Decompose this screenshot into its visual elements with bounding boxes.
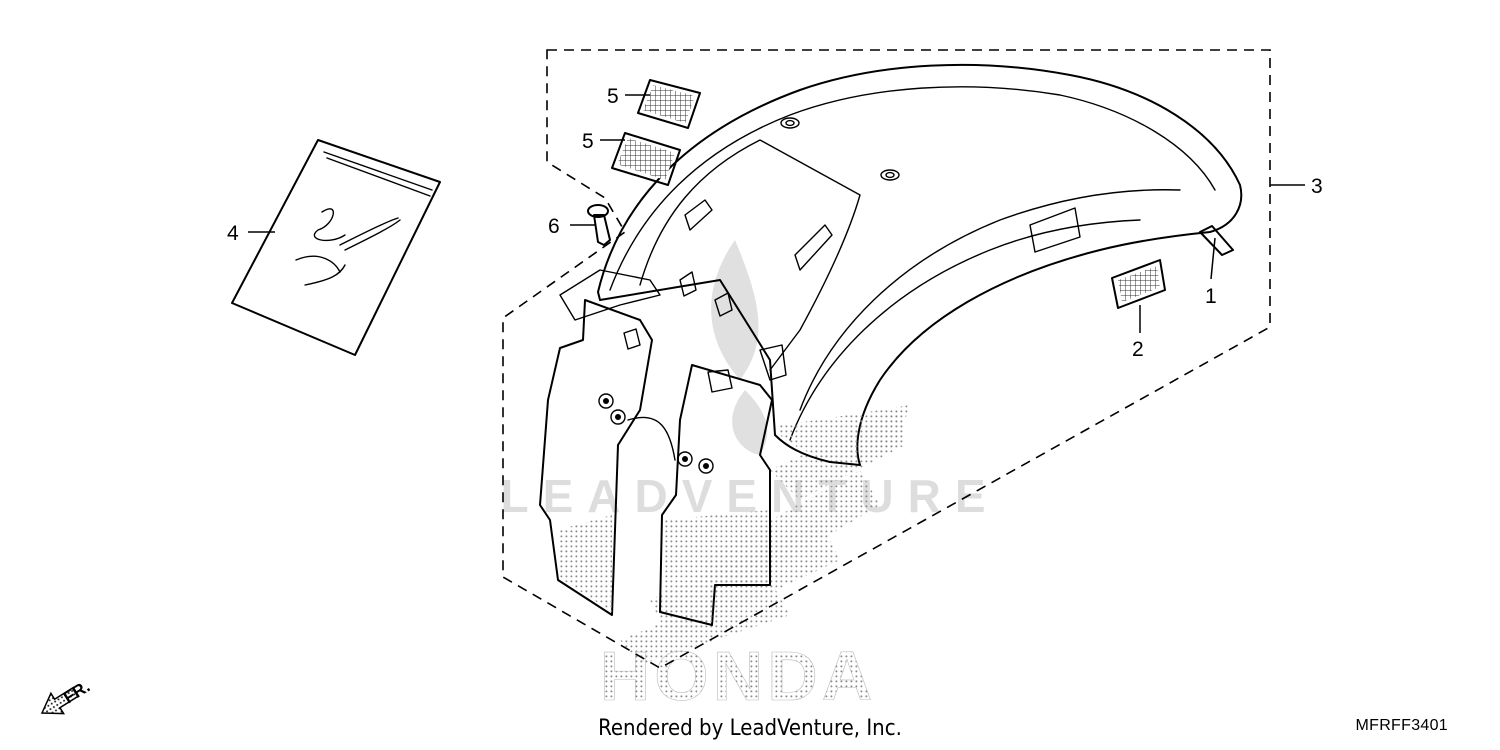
footer-credit: Rendered by LeadVenture, Inc.	[598, 716, 902, 741]
part-5-reflector-upper	[637, 79, 701, 129]
part-1-strip	[1199, 225, 1234, 256]
part-6-rivet	[587, 204, 611, 246]
part-2-reflector	[1111, 259, 1166, 309]
callout-3: 3	[1311, 175, 1323, 198]
svg-text:HONDA: HONDA	[600, 637, 877, 715]
watermark-flame-icon	[711, 240, 768, 455]
callout-5-lower: 5	[582, 130, 594, 153]
part-5-reflector-lower	[611, 132, 681, 186]
callout-5-upper: 5	[607, 85, 619, 108]
right-flap-part	[627, 364, 773, 626]
callout-1: 1	[1205, 285, 1217, 308]
leader-lines	[248, 94, 1305, 333]
rear-fender-part	[597, 63, 1243, 466]
assembly-boundary	[502, 49, 1271, 669]
front-arrow-icon	[40, 686, 80, 715]
left-flap-part	[539, 269, 661, 616]
callout-4: 4	[227, 222, 239, 245]
honda-wordmark-watermark: HONDA	[599, 637, 877, 716]
callout-2: 2	[1132, 338, 1144, 361]
callout-6: 6	[548, 215, 560, 238]
diagram-code: MFRFF3401	[1355, 717, 1448, 734]
part-4-manual-bag	[231, 139, 441, 356]
